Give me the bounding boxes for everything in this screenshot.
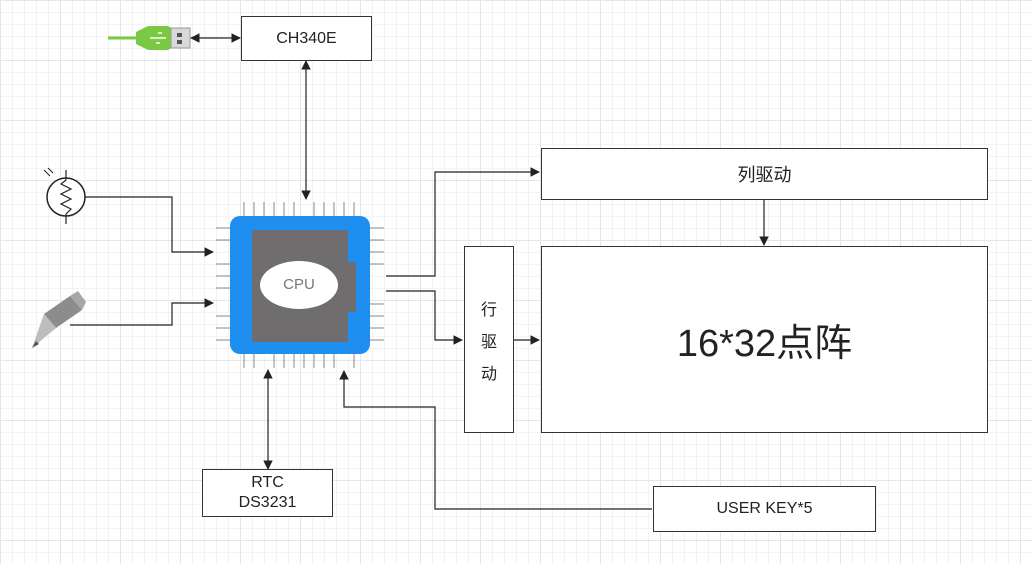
rtc-box: RTC DS3231 <box>202 469 333 517</box>
cpu-label: CPU <box>283 276 315 293</box>
pencil-icon <box>32 291 86 348</box>
cpu-chip-icon <box>230 216 370 354</box>
row-driver-char-3: 动 <box>480 365 497 383</box>
row-driver-char-1: 行 <box>480 301 497 319</box>
ch340e-label: CH340E <box>276 29 337 47</box>
ch340e-box: CH340E <box>241 16 372 61</box>
connectors <box>70 33 769 510</box>
column-driver-label: 列驱动 <box>737 165 792 185</box>
column-driver-box: 列驱动 <box>541 148 988 200</box>
photoresistor-icon <box>43 167 86 224</box>
user-key-label: USER KEY*5 <box>716 500 813 517</box>
usb-plug-icon <box>108 26 191 50</box>
dot-matrix-box: 16*32点阵 <box>541 246 988 433</box>
cpu-pins <box>216 202 384 368</box>
user-key-box: USER KEY*5 <box>653 486 876 532</box>
row-driver-box: 行 驱 动 <box>464 246 514 433</box>
rtc-chip-label: DS3231 <box>238 494 297 511</box>
rtc-label: RTC <box>251 474 284 491</box>
row-driver-char-2: 驱 <box>480 333 497 351</box>
dot-matrix-label: 16*32点阵 <box>676 323 853 365</box>
